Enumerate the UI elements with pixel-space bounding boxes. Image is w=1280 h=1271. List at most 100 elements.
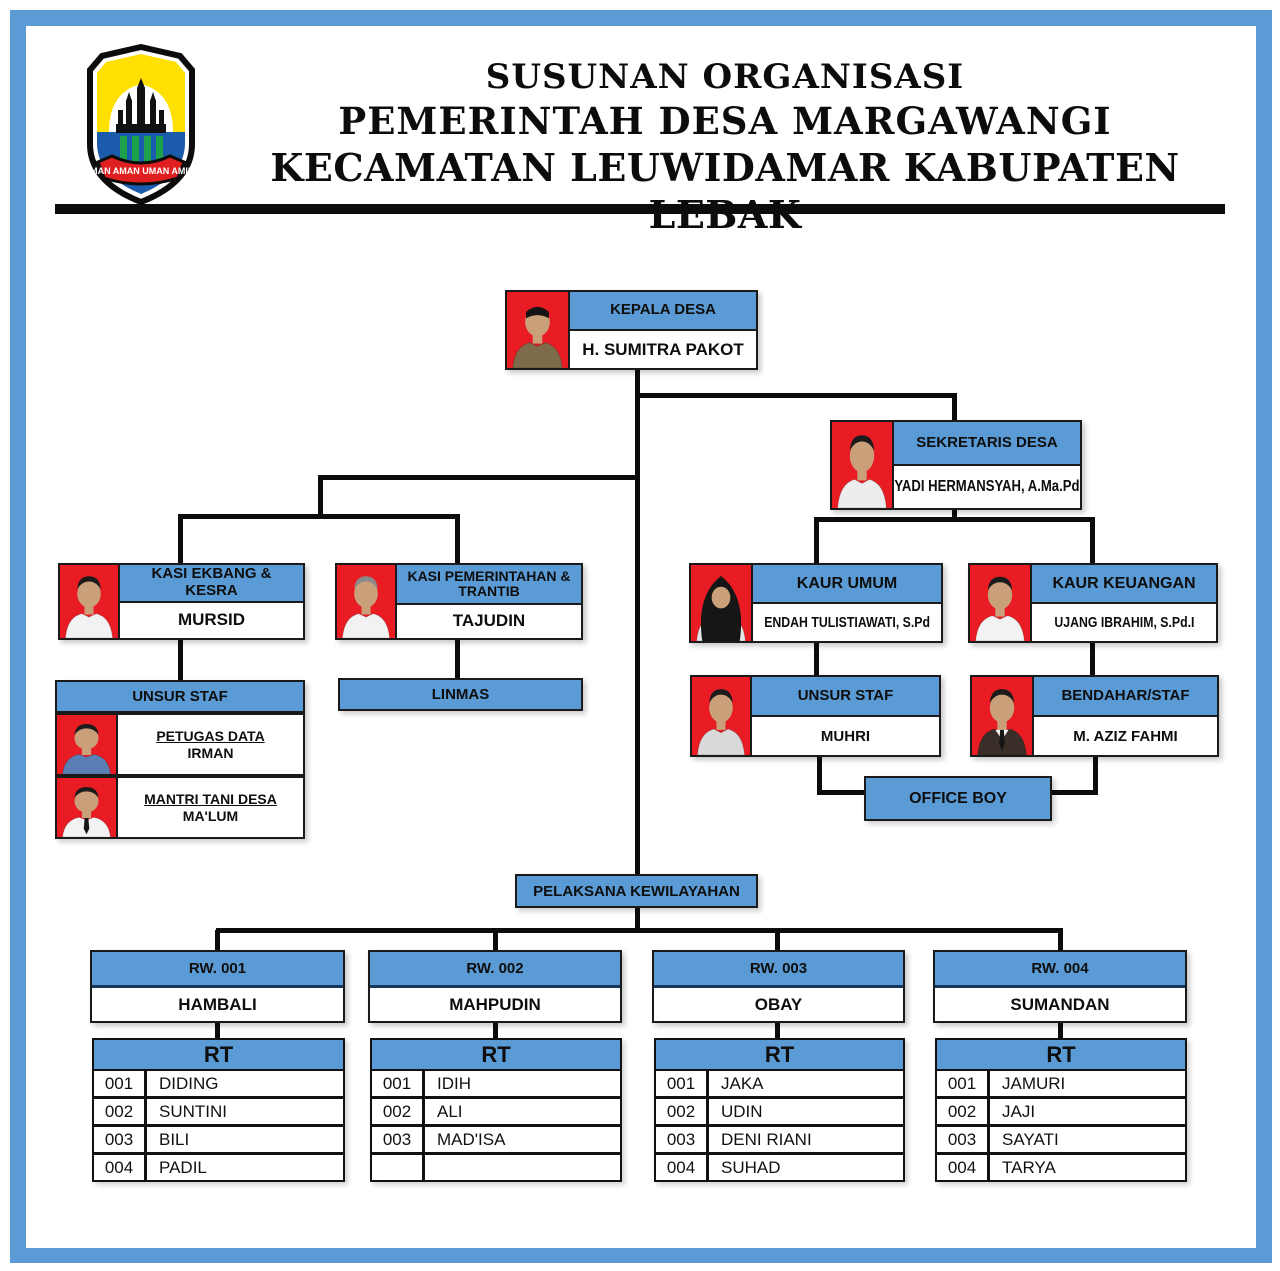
document-title: SUSUNAN ORGANISASI PEMERINTAH DESA MARGA… bbox=[215, 56, 1235, 238]
unsur-staf-right-title: UNSUR STAF bbox=[752, 677, 939, 717]
rt-row: 001 JAMURI bbox=[937, 1071, 1185, 1099]
staff-entry-mantri-tani: MANTRI TANI DESA MA'LUM bbox=[55, 776, 305, 839]
connector-kaur-umum-v bbox=[814, 517, 819, 563]
connector-rw3-v bbox=[775, 930, 780, 950]
connector-linmas-v bbox=[455, 640, 460, 678]
photo-sekretaris-desa bbox=[830, 420, 894, 510]
connector-trunk bbox=[635, 370, 640, 876]
card-kaur-umum: KAUR UMUM ENDAH TULISTIAWATI, S.Pd bbox=[689, 563, 943, 643]
title-line-2: PEMERINTAH DESA MARGAWANGI bbox=[338, 99, 1112, 143]
rt-number bbox=[372, 1155, 425, 1180]
connector-rw-distributor bbox=[216, 928, 1063, 933]
rt-number: 001 bbox=[937, 1071, 990, 1096]
photo-kepala-desa bbox=[505, 290, 570, 370]
photo-kaur-umum bbox=[689, 563, 753, 643]
rt-row: 001 DIDING bbox=[94, 1071, 343, 1099]
connector-left-branch-h bbox=[320, 475, 640, 480]
kaur-keuangan-title: KAUR KEUANGAN bbox=[1032, 565, 1216, 604]
rt-number: 002 bbox=[372, 1099, 425, 1124]
card-kasi-ekbang-kesra: KASI EKBANG & KESRA MURSID bbox=[58, 563, 305, 640]
rt-number: 001 bbox=[372, 1071, 425, 1096]
rt-name: SUNTINI bbox=[159, 1101, 227, 1121]
rt-number: 003 bbox=[937, 1127, 990, 1152]
header-divider-rule bbox=[55, 204, 1225, 214]
connector-officeboy-left-h bbox=[817, 790, 864, 795]
rt-name: JAMURI bbox=[1002, 1073, 1066, 1093]
unsur-staf-right-name: MUHRI bbox=[752, 717, 939, 755]
unsur-staf-left-header: UNSUR STAF bbox=[55, 680, 305, 713]
pelaksana-kewilayahan-box: PELAKSANA KEWILAYAHAN bbox=[515, 874, 758, 908]
card-kepala-desa: KEPALA DESA H. SUMITRA PAKOT bbox=[505, 290, 758, 370]
photo-petugas-data bbox=[55, 713, 118, 776]
kasi-ekbang-name: MURSID bbox=[120, 602, 303, 638]
kaur-umum-title: KAUR UMUM bbox=[753, 565, 941, 604]
rt-table-rw3-header: RT bbox=[656, 1040, 903, 1071]
kasi-pemerintahan-title: KASI PEMERINTAHAN & TRANTIB bbox=[397, 565, 581, 605]
rt-number: 001 bbox=[94, 1071, 147, 1096]
petugas-data-name: IRMAN bbox=[187, 745, 234, 761]
lebak-regency-logo: IMAN AMAN UMAN AMIN bbox=[76, 43, 206, 206]
connector-unsur-staf-right-v bbox=[814, 643, 819, 675]
connector-kaur-h bbox=[816, 517, 1095, 522]
rw-001-name: HAMBALI bbox=[178, 994, 257, 1014]
connector-rw1-v bbox=[215, 930, 220, 950]
rt-name: MAD'ISA bbox=[437, 1129, 506, 1149]
rt-name: DIDING bbox=[159, 1073, 219, 1093]
photo-mantri-tani bbox=[55, 776, 118, 839]
rw-003-box: RW. 003 OBAY bbox=[652, 950, 905, 1023]
office-boy-box: OFFICE BOY bbox=[864, 776, 1052, 821]
rt-number: 002 bbox=[656, 1099, 709, 1124]
title-line-1: SUSUNAN ORGANISASI bbox=[485, 57, 965, 97]
kepala-desa-title: KEPALA DESA bbox=[570, 292, 756, 331]
connector-kasi-h bbox=[180, 514, 460, 519]
connector-left-branch-v bbox=[318, 475, 323, 519]
rt-row: 003 BILI bbox=[94, 1127, 343, 1155]
connector-rt3-v bbox=[775, 1020, 780, 1038]
kepala-desa-name: H. SUMITRA PAKOT bbox=[570, 331, 756, 368]
rt-name: PADIL bbox=[159, 1157, 207, 1177]
rt-number: 002 bbox=[937, 1099, 990, 1124]
connector-rt2-v bbox=[493, 1020, 498, 1038]
rw-003-title: RW. 003 bbox=[654, 952, 903, 988]
bendahara-name: M. AZIZ FAHMI bbox=[1034, 717, 1217, 755]
frame-shadow-edge bbox=[22, 10, 24, 1263]
card-kaur-keuangan: KAUR KEUANGAN UJANG IBRAHIM, S.Pd.I bbox=[968, 563, 1218, 643]
rw-003-name: OBAY bbox=[754, 994, 803, 1014]
rt-name bbox=[425, 1155, 620, 1180]
connector-rt1-v bbox=[215, 1020, 220, 1038]
rt-number: 004 bbox=[94, 1155, 147, 1180]
rw-004-title: RW. 004 bbox=[935, 952, 1185, 988]
kasi-pemerintahan-name: TAJUDIN bbox=[397, 604, 581, 638]
connector-officeboy-left-v bbox=[817, 757, 822, 795]
rw-001-title: RW. 001 bbox=[92, 952, 343, 988]
card-sekretaris-desa: SEKRETARIS DESA YADI HERMANSYAH, A.Ma.Pd bbox=[830, 420, 1082, 510]
photo-aziz-fahmi bbox=[970, 675, 1034, 757]
card-unsur-staf-right: UNSUR STAF MUHRI bbox=[690, 675, 941, 757]
sekretaris-title: SEKRETARIS DESA bbox=[894, 422, 1080, 466]
rt-number: 004 bbox=[656, 1155, 709, 1180]
rt-row: 002 SUNTINI bbox=[94, 1099, 343, 1127]
rt-name: TARYA bbox=[1002, 1157, 1056, 1177]
kasi-ekbang-title: KASI EKBANG & KESRA bbox=[120, 565, 303, 603]
connector-bendahara-v bbox=[1090, 643, 1095, 675]
rt-name: BILI bbox=[159, 1129, 190, 1149]
card-bendahara-staf: BENDAHAR/STAF M. AZIZ FAHMI bbox=[970, 675, 1219, 757]
rt-table-rw1: RT 001 DIDING 002 SUNTINI 003 BILI 004 PADIL bbox=[92, 1038, 345, 1182]
connector-sekretaris-v bbox=[952, 393, 957, 422]
connector-officeboy-right-v bbox=[1093, 757, 1098, 795]
photo-kasi-ekbang bbox=[58, 563, 120, 640]
rt-number: 003 bbox=[372, 1127, 425, 1152]
rt-table-rw1-header: RT bbox=[94, 1040, 343, 1071]
rw-004-name: SUMANDAN bbox=[1010, 994, 1110, 1014]
rt-number: 003 bbox=[94, 1127, 147, 1152]
connector-rt4-v bbox=[1058, 1020, 1063, 1038]
linmas-box: LINMAS bbox=[338, 678, 583, 711]
rt-number: 002 bbox=[94, 1099, 147, 1124]
